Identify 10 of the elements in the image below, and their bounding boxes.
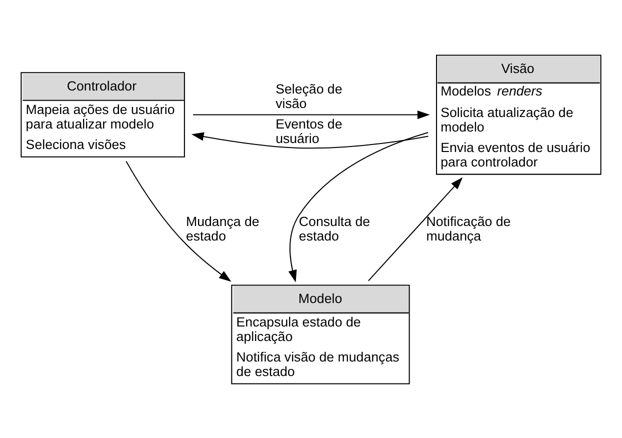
arrow <box>126 160 232 282</box>
edge-label: Mudança de estado <box>186 214 260 243</box>
arrow <box>288 132 428 282</box>
arrow <box>193 110 430 119</box>
arrow <box>191 132 428 148</box>
edge-label: Eventos de usuário <box>276 116 342 146</box>
arrow <box>368 176 463 281</box>
edge-label: Notificação de mudança <box>426 214 511 243</box>
edge-label: Consulta de estado <box>298 214 370 243</box>
edge-label: Seleção de visão <box>276 81 342 110</box>
